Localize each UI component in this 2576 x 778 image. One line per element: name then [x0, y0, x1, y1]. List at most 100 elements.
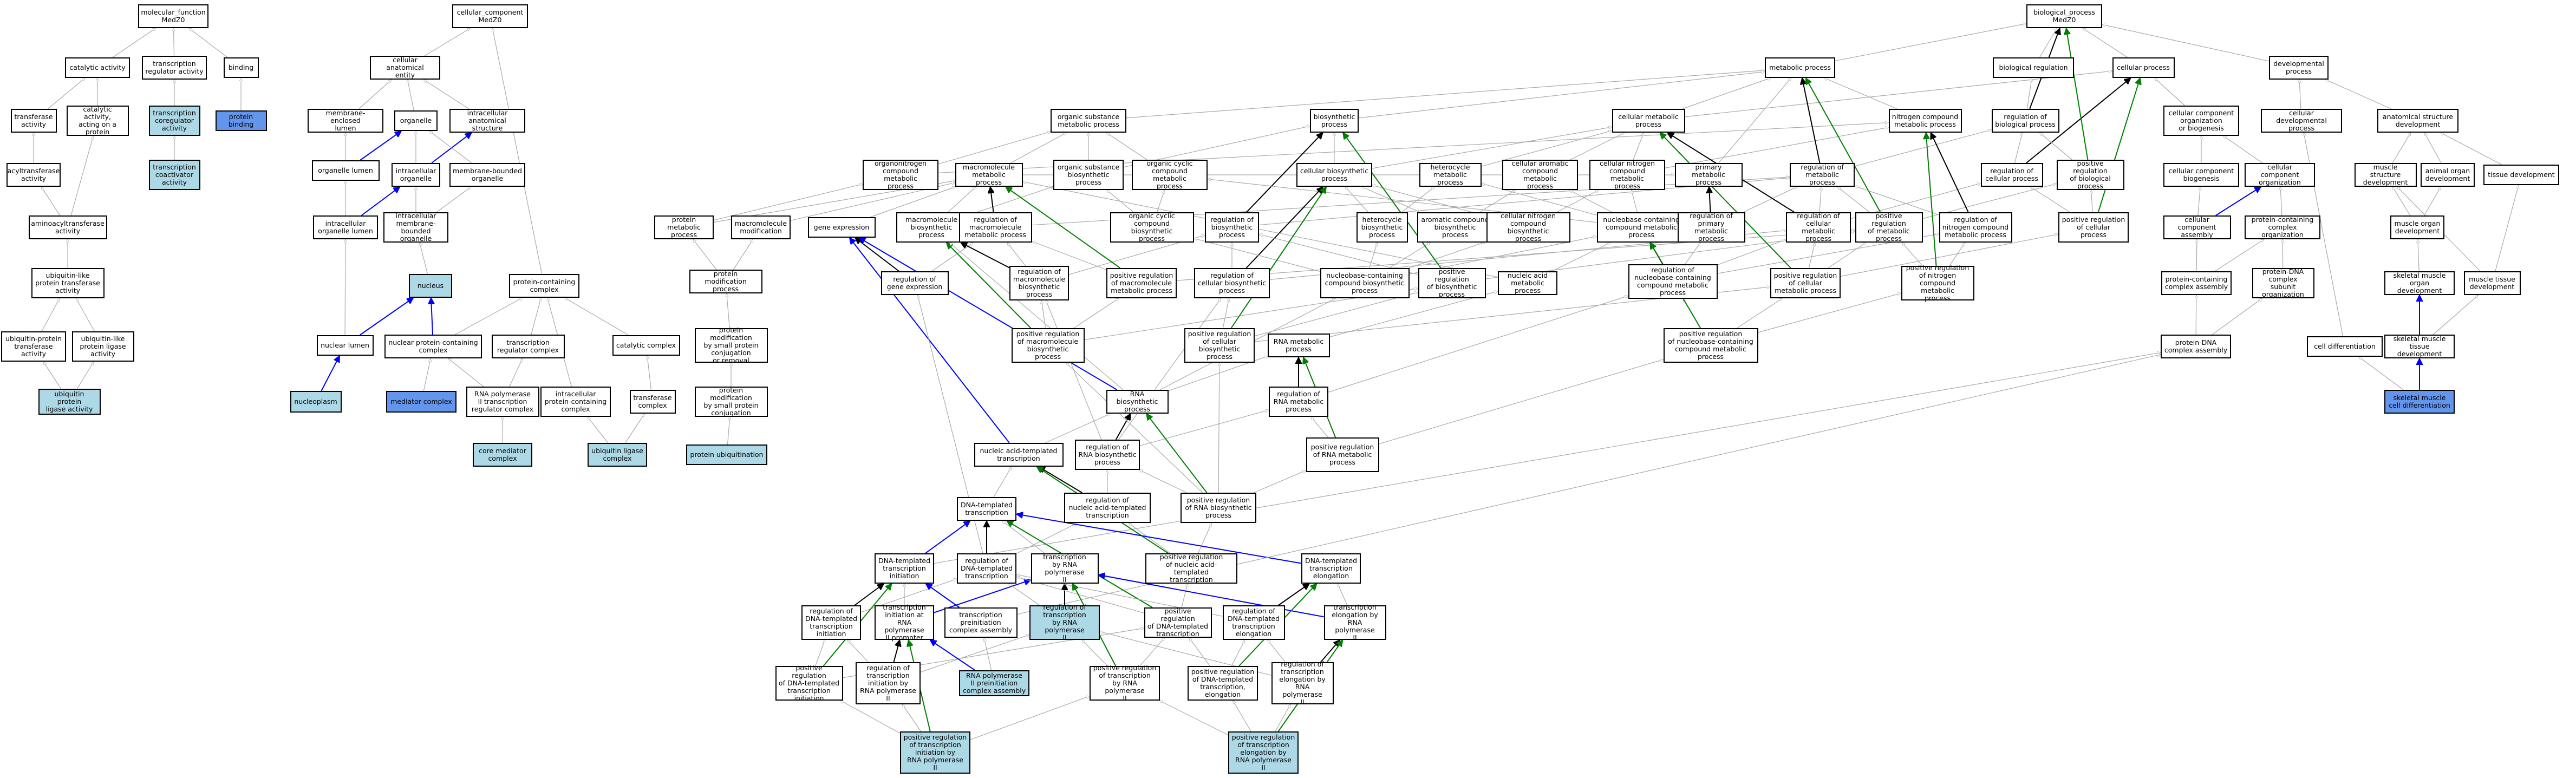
go-term-arom-met[interactable]: cellular aromatic compound metabolic pro… [1502, 160, 1578, 190]
go-term-nucleoplasm[interactable]: nucleoplasm [290, 391, 342, 413]
go-term-pos-reg-macromol-met[interactable]: positive regulation of macromolecule met… [1106, 268, 1177, 298]
go-term-reg-cell-met[interactable]: regulation of cellular metabolic process [1786, 212, 1851, 243]
go-term-heterocycle-bios[interactable]: heterocycle biosynthetic process [1356, 212, 1408, 243]
go-term-pos-reg-tr-init-rnapii[interactable]: positive regulation of transcription ini… [900, 731, 970, 774]
go-term-intracell-prot-complex[interactable]: intracellular protein-containing complex [540, 387, 611, 417]
go-term-reg-tr-rnapii[interactable]: regulation of transcription by RNA polym… [1029, 604, 1100, 642]
go-term-reg-rna-met[interactable]: regulation of RNA metabolic process [1269, 387, 1328, 417]
go-term-reg-rna-bios[interactable]: regulation of RNA biosynthetic process [1075, 440, 1140, 470]
go-term-reg-cell-bios[interactable]: regulation of cellular biosynthetic proc… [1194, 268, 1270, 298]
go-term-reg-dna-tr[interactable]: regulation of DNA-templated transcriptio… [957, 553, 1016, 584]
go-term-catalytic-complex[interactable]: catalytic complex [612, 335, 680, 356]
go-term-org-cyclic-bios[interactable]: organic cyclic compound biosynthetic pro… [1110, 212, 1194, 243]
go-term-binding[interactable]: binding [223, 57, 259, 78]
go-term-intracell-mb-org[interactable]: intracellular membrane-bounded organelle [383, 212, 448, 243]
go-term-reg-gene-expr[interactable]: regulation of gene expression [881, 271, 949, 295]
go-term-membrane-lumen[interactable]: membrane-enclosed lumen [308, 109, 383, 133]
go-term-cat-act[interactable]: catalytic activity [65, 57, 130, 78]
go-term-pos-reg-dna-tr-init[interactable]: positive regulation of DNA-templated tra… [775, 664, 843, 702]
go-term-sk-muscle-tissue-dev[interactable]: skeletal muscle tissue development [2384, 335, 2455, 358]
go-term-animal-organ-dev[interactable]: animal organ development [2421, 163, 2475, 187]
go-term-pos-reg-na-tr[interactable]: positive regulation of nucleic acid-temp… [1145, 553, 1237, 584]
go-term-muscle-organ-dev[interactable]: muscle organ development [2390, 215, 2444, 239]
go-term-na-templ-tr[interactable]: nucleic acid-templated transcription [974, 443, 1064, 467]
go-term-reg-dna-tr-init[interactable]: regulation of DNA-templated transcriptio… [801, 605, 861, 640]
go-term-intracell-anat[interactable]: intracellular anatomical structure [449, 109, 525, 133]
go-term-cell-n-bios[interactable]: cellular nitrogen compound biosynthetic … [1486, 212, 1570, 243]
go-term-ub-prot-transferase[interactable]: ubiquitin-protein transferase activity [1, 331, 66, 362]
go-term-cellular-process[interactable]: cellular process [2112, 57, 2175, 78]
go-term-n-comp-met[interactable]: nitrogen compound metabolic process [1888, 109, 1962, 133]
go-term-muscle-struct-dev[interactable]: muscle structure development [2354, 163, 2417, 187]
go-term-prot-mod-proc[interactable]: protein modification process [689, 270, 762, 293]
go-term-pcc-assembly[interactable]: protein-containing complex assembly [2161, 271, 2232, 295]
go-term-organelle-lumen[interactable]: organelle lumen [311, 160, 380, 181]
go-term-tr-coreg-act[interactable]: transcription coregulator activity [148, 106, 200, 136]
go-term-sk-muscle-cell-diff[interactable]: skeletal muscle cell differentiation [2384, 390, 2455, 414]
go-term-reg-dna-tr-elong[interactable]: regulation of DNA-templated transcriptio… [1222, 605, 1285, 640]
go-term-pdna-subunit-org[interactable]: protein-DNA complex subunit organization [2252, 268, 2314, 298]
go-term-cat-act-protein[interactable]: catalytic activity, acting on a protein [66, 106, 129, 136]
go-term-pos-reg-met[interactable]: positive regulation of metabolic process [1855, 212, 1923, 243]
go-term-pos-reg-bios[interactable]: positive regulation of biosynthetic proc… [1418, 268, 1486, 298]
go-term-cc-assembly[interactable]: cellular component assembly [2163, 215, 2231, 239]
go-term-protein-ubiq[interactable]: protein ubiquitination [686, 444, 767, 465]
go-term-reg-cell-proc[interactable]: regulation of cellular process [1980, 163, 2043, 187]
go-term-reg-nucleobase-met[interactable]: regulation of nucleobase-containing comp… [1628, 264, 1718, 299]
go-term-sk-muscle-organ-dev[interactable]: skeletal muscle organ development [2384, 271, 2455, 295]
go-term-rna-met[interactable]: RNA metabolic process [1267, 334, 1330, 357]
go-term-cc-biogen[interactable]: cellular component biogenesis [2163, 163, 2239, 187]
go-term-anat-dev[interactable]: anatomical structure development [2377, 109, 2458, 133]
go-term-pos-reg-cell-met[interactable]: positive regulation of cellular metaboli… [1770, 268, 1841, 298]
go-term-bp-root[interactable]: biological_process MedZ0 [2026, 4, 2102, 28]
go-term-intracell-organelle[interactable]: intracellular organelle [392, 163, 440, 187]
go-term-reg-bio-proc[interactable]: regulation of biological process [1991, 109, 2059, 133]
go-term-pos-reg-dna-tr[interactable]: positive regulation of DNA-templated tra… [1144, 607, 1212, 638]
go-term-reg-n-met[interactable]: regulation of nitrogen compound metaboli… [1939, 212, 2012, 243]
go-term-muscle-tissue-dev[interactable]: muscle tissue development [2463, 271, 2521, 295]
go-term-pos-reg-tr-elong-rnapii[interactable]: positive regulation of transcription elo… [1228, 731, 1299, 774]
go-term-tr-rnapii[interactable]: transcription by RNA polymerase II [1031, 553, 1099, 584]
go-term-orgN-met[interactable]: organonitrogen compound metabolic proces… [863, 160, 938, 190]
go-term-pdna-assembly[interactable]: protein-DNA complex assembly [2161, 335, 2231, 358]
go-term-dna-templ-tr[interactable]: DNA-templated transcription [957, 497, 1016, 521]
go-term-acyltransferase[interactable]: acyltransferase activity [6, 163, 61, 187]
go-term-nucleobase-met[interactable]: nucleobase-containing compound metabolic… [1596, 212, 1686, 243]
go-term-cc-root[interactable]: cellular_component MedZ0 [452, 4, 528, 28]
go-term-rnapii-tr-reg-complex[interactable]: RNA polymerase II transcription regulato… [466, 387, 539, 417]
go-term-tissue-dev[interactable]: tissue development [2483, 165, 2559, 185]
go-term-tr-preinit[interactable]: transcription preinitiation complex asse… [944, 607, 1018, 638]
go-term-reg-primary-met[interactable]: regulation of primary metabolic process [1677, 212, 1745, 243]
go-term-macromol-mod[interactable]: macromolecule modification [731, 215, 791, 239]
go-term-tr-init-rnapii[interactable]: transcription initiation at RNA polymera… [875, 604, 934, 642]
go-term-pos-reg-nucleobase-met[interactable]: positive regulation of nucleobase-contai… [1663, 328, 1758, 363]
go-term-membrane-bounded[interactable]: membrane-bounded organelle [449, 163, 525, 187]
go-term-biosynthetic[interactable]: biosynthetic process [1310, 109, 1359, 133]
go-term-macromol-met[interactable]: macromolecule metabolic process [955, 163, 1023, 187]
go-term-gene-expr[interactable]: gene expression [807, 217, 876, 238]
go-term-transferase-act[interactable]: transferase activity [10, 109, 57, 133]
go-term-pos-reg-bio[interactable]: positive regulation of biological proces… [2056, 160, 2124, 190]
go-term-heterocycle-met[interactable]: heterocycle metabolic process [1419, 163, 1482, 187]
go-term-ub-ligase-complex[interactable]: ubiquitin ligase complex [588, 443, 647, 467]
go-term-pos-reg-cell-bios[interactable]: positive regulation of cellular biosynth… [1184, 328, 1255, 363]
go-term-cell-anat-entity[interactable]: cellular anatomical entity [370, 56, 440, 80]
go-term-pos-reg-rna-met[interactable]: positive regulation of RNA metabolic pro… [1306, 437, 1379, 472]
go-term-nucleic-acid-met[interactable]: nucleic acid metabolic process [1498, 271, 1557, 295]
go-term-tr-elong-rnapii[interactable]: transcription elongation by RNA polymera… [1323, 604, 1386, 642]
go-term-rnapii-preinit[interactable]: RNA polymerase II preinitiation complex … [959, 670, 1029, 696]
go-term-prot-cont-complex[interactable]: protein-containing complex [509, 274, 579, 298]
go-term-ubl-ligase[interactable]: ubiquitin-like protein ligase activity [71, 331, 134, 362]
go-term-dev-process[interactable]: developmental process [2269, 56, 2329, 80]
go-term-pos-reg-dna-tr-elong[interactable]: positive regulation of DNA-templated tra… [1188, 666, 1258, 701]
go-term-intracell-org-lumen[interactable]: intracellular organelle lumen [313, 215, 378, 239]
go-term-nuc-prot-complex[interactable]: nuclear protein-containing complex [384, 335, 482, 358]
go-term-pos-reg-cell-proc[interactable]: positive regulation of cellular process [2058, 212, 2129, 243]
go-term-reg-macromol-met[interactable]: regulation of macromolecule metabolic pr… [958, 212, 1032, 243]
go-term-tr-reg-complex[interactable]: transcription regulator complex [491, 335, 565, 358]
go-term-reg-bios[interactable]: regulation of biosynthetic process [1205, 212, 1259, 243]
go-term-nucleus[interactable]: nucleus [409, 274, 452, 298]
go-term-pos-reg-tr-rnapii[interactable]: positive regulation of transcription by … [1090, 664, 1160, 702]
go-term-pcc-org[interactable]: protein-containing complex organization [2245, 215, 2320, 239]
go-term-transferase-complex[interactable]: transferase complex [629, 390, 676, 414]
